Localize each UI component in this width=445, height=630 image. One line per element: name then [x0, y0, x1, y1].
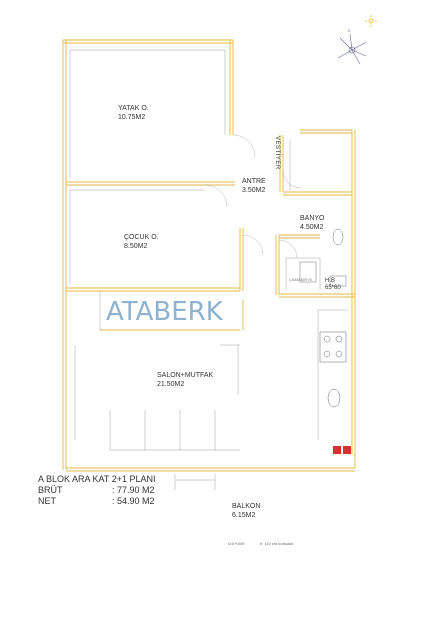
room-name: YATAK O. [118, 105, 149, 112]
shaft-hatch [333, 446, 351, 454]
plan-legend: A BLOK ARA KAT 2+1 PLANI BRÜT : 77.90 M2… [38, 474, 155, 507]
room-area: 3.50M2 [242, 187, 266, 194]
area-value: : 54.90 M2 [112, 496, 155, 506]
area-row-net: NET : 54.90 M2 [38, 496, 155, 507]
room-area: 10.75M2 [118, 114, 146, 121]
room-label-yatak: YATAK O. 10.75M2 [118, 104, 149, 122]
room-area: 4.50M2 [300, 224, 324, 231]
room-label-balkon: BALKON 6.15M2 [232, 502, 260, 520]
room-area: 21.50M2 [157, 381, 185, 388]
label-camasir: ÇAMAŞIR M. [289, 277, 313, 282]
plan-title: A BLOK ARA KAT 2+1 PLANI [38, 474, 156, 484]
area-row-brut: BRÜT : 77.90 M2 [38, 485, 155, 496]
exterior-walls [62, 39, 356, 472]
area-label: BRÜT [38, 485, 63, 495]
railing-note: h: 110 cm korkuluk [260, 541, 294, 546]
room-size: 65*60 [325, 285, 341, 291]
kitchen-counter [319, 331, 347, 408]
room-name: ANTRE [242, 178, 266, 185]
room-area: 8.50M2 [124, 243, 148, 250]
svg-text:K: K [348, 28, 351, 33]
door-arcs [204, 134, 302, 259]
room-name: ÇOCUK O. [124, 234, 159, 241]
watermark-logo: ATABERK [106, 297, 223, 327]
area-value: : 77.90 M2 [112, 485, 155, 495]
room-label-antre: ANTRE 3.50M2 [242, 177, 266, 195]
room-label-cocuk: ÇOCUK O. 8.50M2 [124, 233, 159, 251]
north-arrow-icon: K [337, 28, 367, 65]
room-name: SALON+MUTFAK [157, 372, 214, 379]
interior-lines [69, 49, 348, 490]
sun-icon [365, 15, 377, 27]
room-name: BANYO [300, 215, 325, 222]
room-label-banyo: BANYO 4.50M2 [300, 214, 325, 232]
area-label: NET [38, 496, 56, 506]
room-area: 6.15M2 [232, 512, 256, 519]
room-name: BALKON [232, 503, 261, 510]
room-label-salon: SALON+MUTFAK 21.50M2 [157, 371, 213, 389]
room-label-hb: H.B 65*60 [325, 278, 341, 292]
room-label-vestiyer: VESTİYER [274, 136, 280, 170]
room-name: H.B [325, 278, 336, 284]
level-note: D:0+00/9 [228, 541, 245, 546]
bathroom-fixtures [299, 228, 347, 287]
